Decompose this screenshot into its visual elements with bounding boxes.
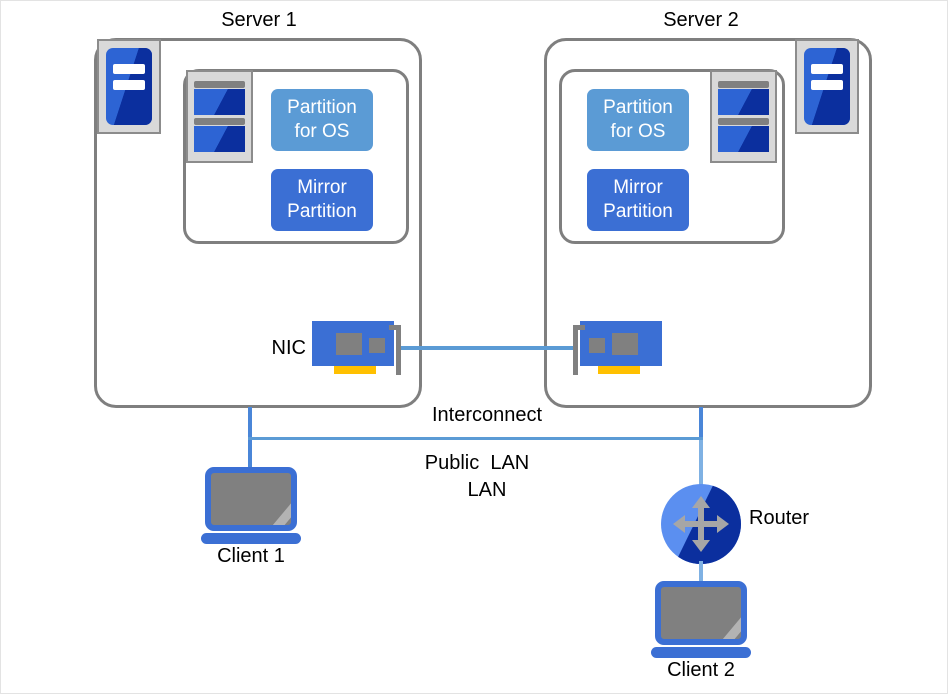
public-lan-label: Public LAN: [424, 452, 530, 474]
server1-storage-group: [183, 69, 409, 244]
router-arrows-icon: [673, 496, 729, 552]
router-label: Router: [749, 507, 810, 529]
partition-os-line2: for OS: [610, 121, 666, 142]
server2-partition-mirror: Mirror Partition: [587, 169, 689, 231]
router-client2-wire: [699, 561, 703, 583]
server2-public-lan-drop: [699, 407, 703, 439]
server-tower-icon: [795, 39, 859, 134]
server1-partition-os: Partition for OS: [271, 89, 373, 151]
laptop-icon: [655, 581, 747, 645]
partition-mirror-line1: Mirror: [613, 177, 663, 198]
server1-title: Server 1: [221, 9, 297, 31]
laptop-base: [201, 533, 301, 544]
server2-storage-group: [559, 69, 785, 244]
nic-card-icon: [312, 321, 408, 379]
server2-box: [544, 38, 872, 408]
interconnect-lan-label: Interconnect LAN: [399, 353, 575, 553]
server1-partition-mirror: Mirror Partition: [271, 169, 373, 231]
disk-array-icon: [710, 70, 777, 163]
interconnect-lan-line2: LAN: [467, 479, 507, 501]
server1-box: [94, 38, 422, 408]
laptop-base: [651, 647, 751, 658]
partition-mirror-line2: Partition: [287, 201, 357, 222]
partition-os-line2: for OS: [294, 121, 350, 142]
partition-os-line1: Partition: [287, 97, 357, 118]
partition-mirror-line2: Partition: [603, 201, 673, 222]
server-tower-icon: [97, 39, 161, 134]
nic-label: NIC: [271, 337, 306, 359]
server2-title: Server 2: [663, 9, 739, 31]
interconnect-wire: [397, 346, 577, 350]
laptop-icon: [205, 467, 297, 531]
partition-mirror-line1: Mirror: [297, 177, 347, 198]
server2-partition-os: Partition for OS: [587, 89, 689, 151]
public-lan-bus: [248, 437, 703, 440]
interconnect-lan-line1: Interconnect: [431, 404, 543, 426]
router-icon: [661, 484, 741, 564]
router-uplink-wire: [699, 438, 703, 487]
disk-array-icon: [186, 70, 253, 163]
client2-label: Client 2: [667, 659, 735, 681]
client1-label: Client 1: [217, 545, 285, 567]
nic-card-icon: [566, 321, 662, 379]
partition-os-line1: Partition: [603, 97, 673, 118]
